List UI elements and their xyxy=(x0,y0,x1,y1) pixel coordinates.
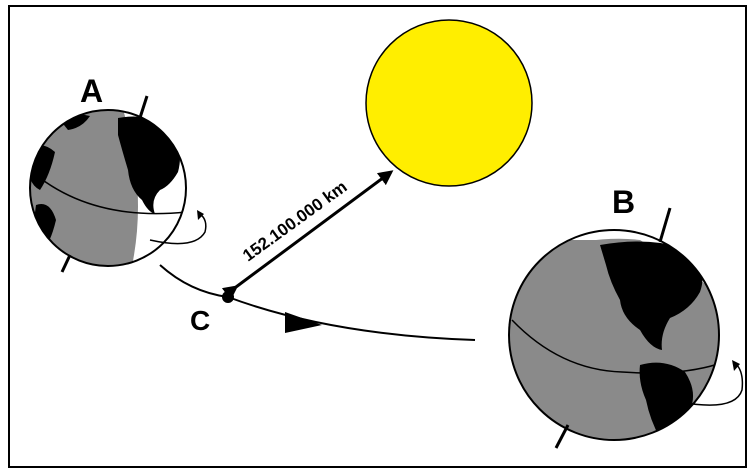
distance-arrow xyxy=(221,170,394,301)
sun xyxy=(365,19,533,187)
orbit-path xyxy=(159,264,476,341)
point-c-label: C xyxy=(190,305,210,336)
globe-b-label: B xyxy=(612,184,635,220)
diagram-frame xyxy=(8,5,747,468)
distance-label: 152.100.000 km xyxy=(239,177,350,265)
globe-a xyxy=(29,95,207,273)
point-c-marker xyxy=(222,291,234,303)
globe-a-label: A xyxy=(80,73,103,109)
globe-b xyxy=(508,207,744,449)
orbit-direction-arrow xyxy=(285,312,322,333)
